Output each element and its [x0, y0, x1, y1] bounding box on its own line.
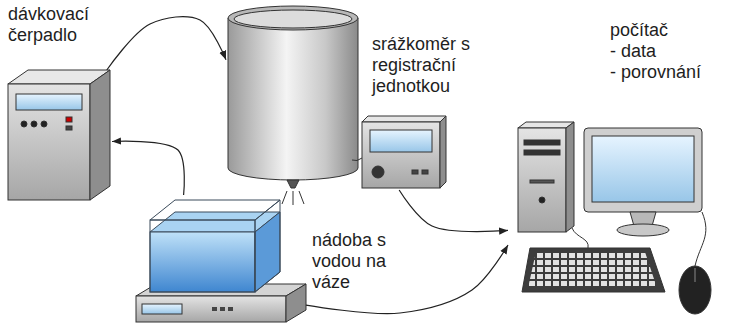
label-text: nádoba s vodou na váze	[312, 230, 390, 293]
device-label: dávkovací čerpadlo	[8, 4, 118, 46]
dosing-pump	[8, 70, 110, 200]
label-text: počítač	[610, 20, 734, 41]
label-text: dávkovací čerpadlo	[8, 4, 118, 46]
container-node: nádoba s vodou na váze	[136, 195, 306, 323]
recording-unit	[352, 116, 446, 188]
computer	[518, 122, 711, 314]
connector-line	[399, 190, 508, 232]
rain-gauge	[228, 6, 358, 205]
label-text: srážkoměr s registrační jednotkou	[372, 34, 490, 97]
rain-gauge-node: srážkoměr s registrační jednotkou	[226, 4, 448, 190]
water-container-on-scale	[136, 200, 306, 322]
device-label: srážkoměr s registrační jednotkou	[372, 34, 490, 97]
computer-node: počítač- data- porovnání	[508, 116, 732, 324]
device-label: nádoba s vodou na váze	[312, 230, 390, 293]
device-label: počítač- data- porovnání	[610, 20, 734, 83]
connector-line	[112, 141, 184, 195]
pump-node: dávkovací čerpadlo	[8, 70, 112, 200]
label-text: - porovnání	[610, 62, 734, 83]
label-text: - data	[610, 41, 734, 62]
connector-line	[107, 17, 226, 70]
